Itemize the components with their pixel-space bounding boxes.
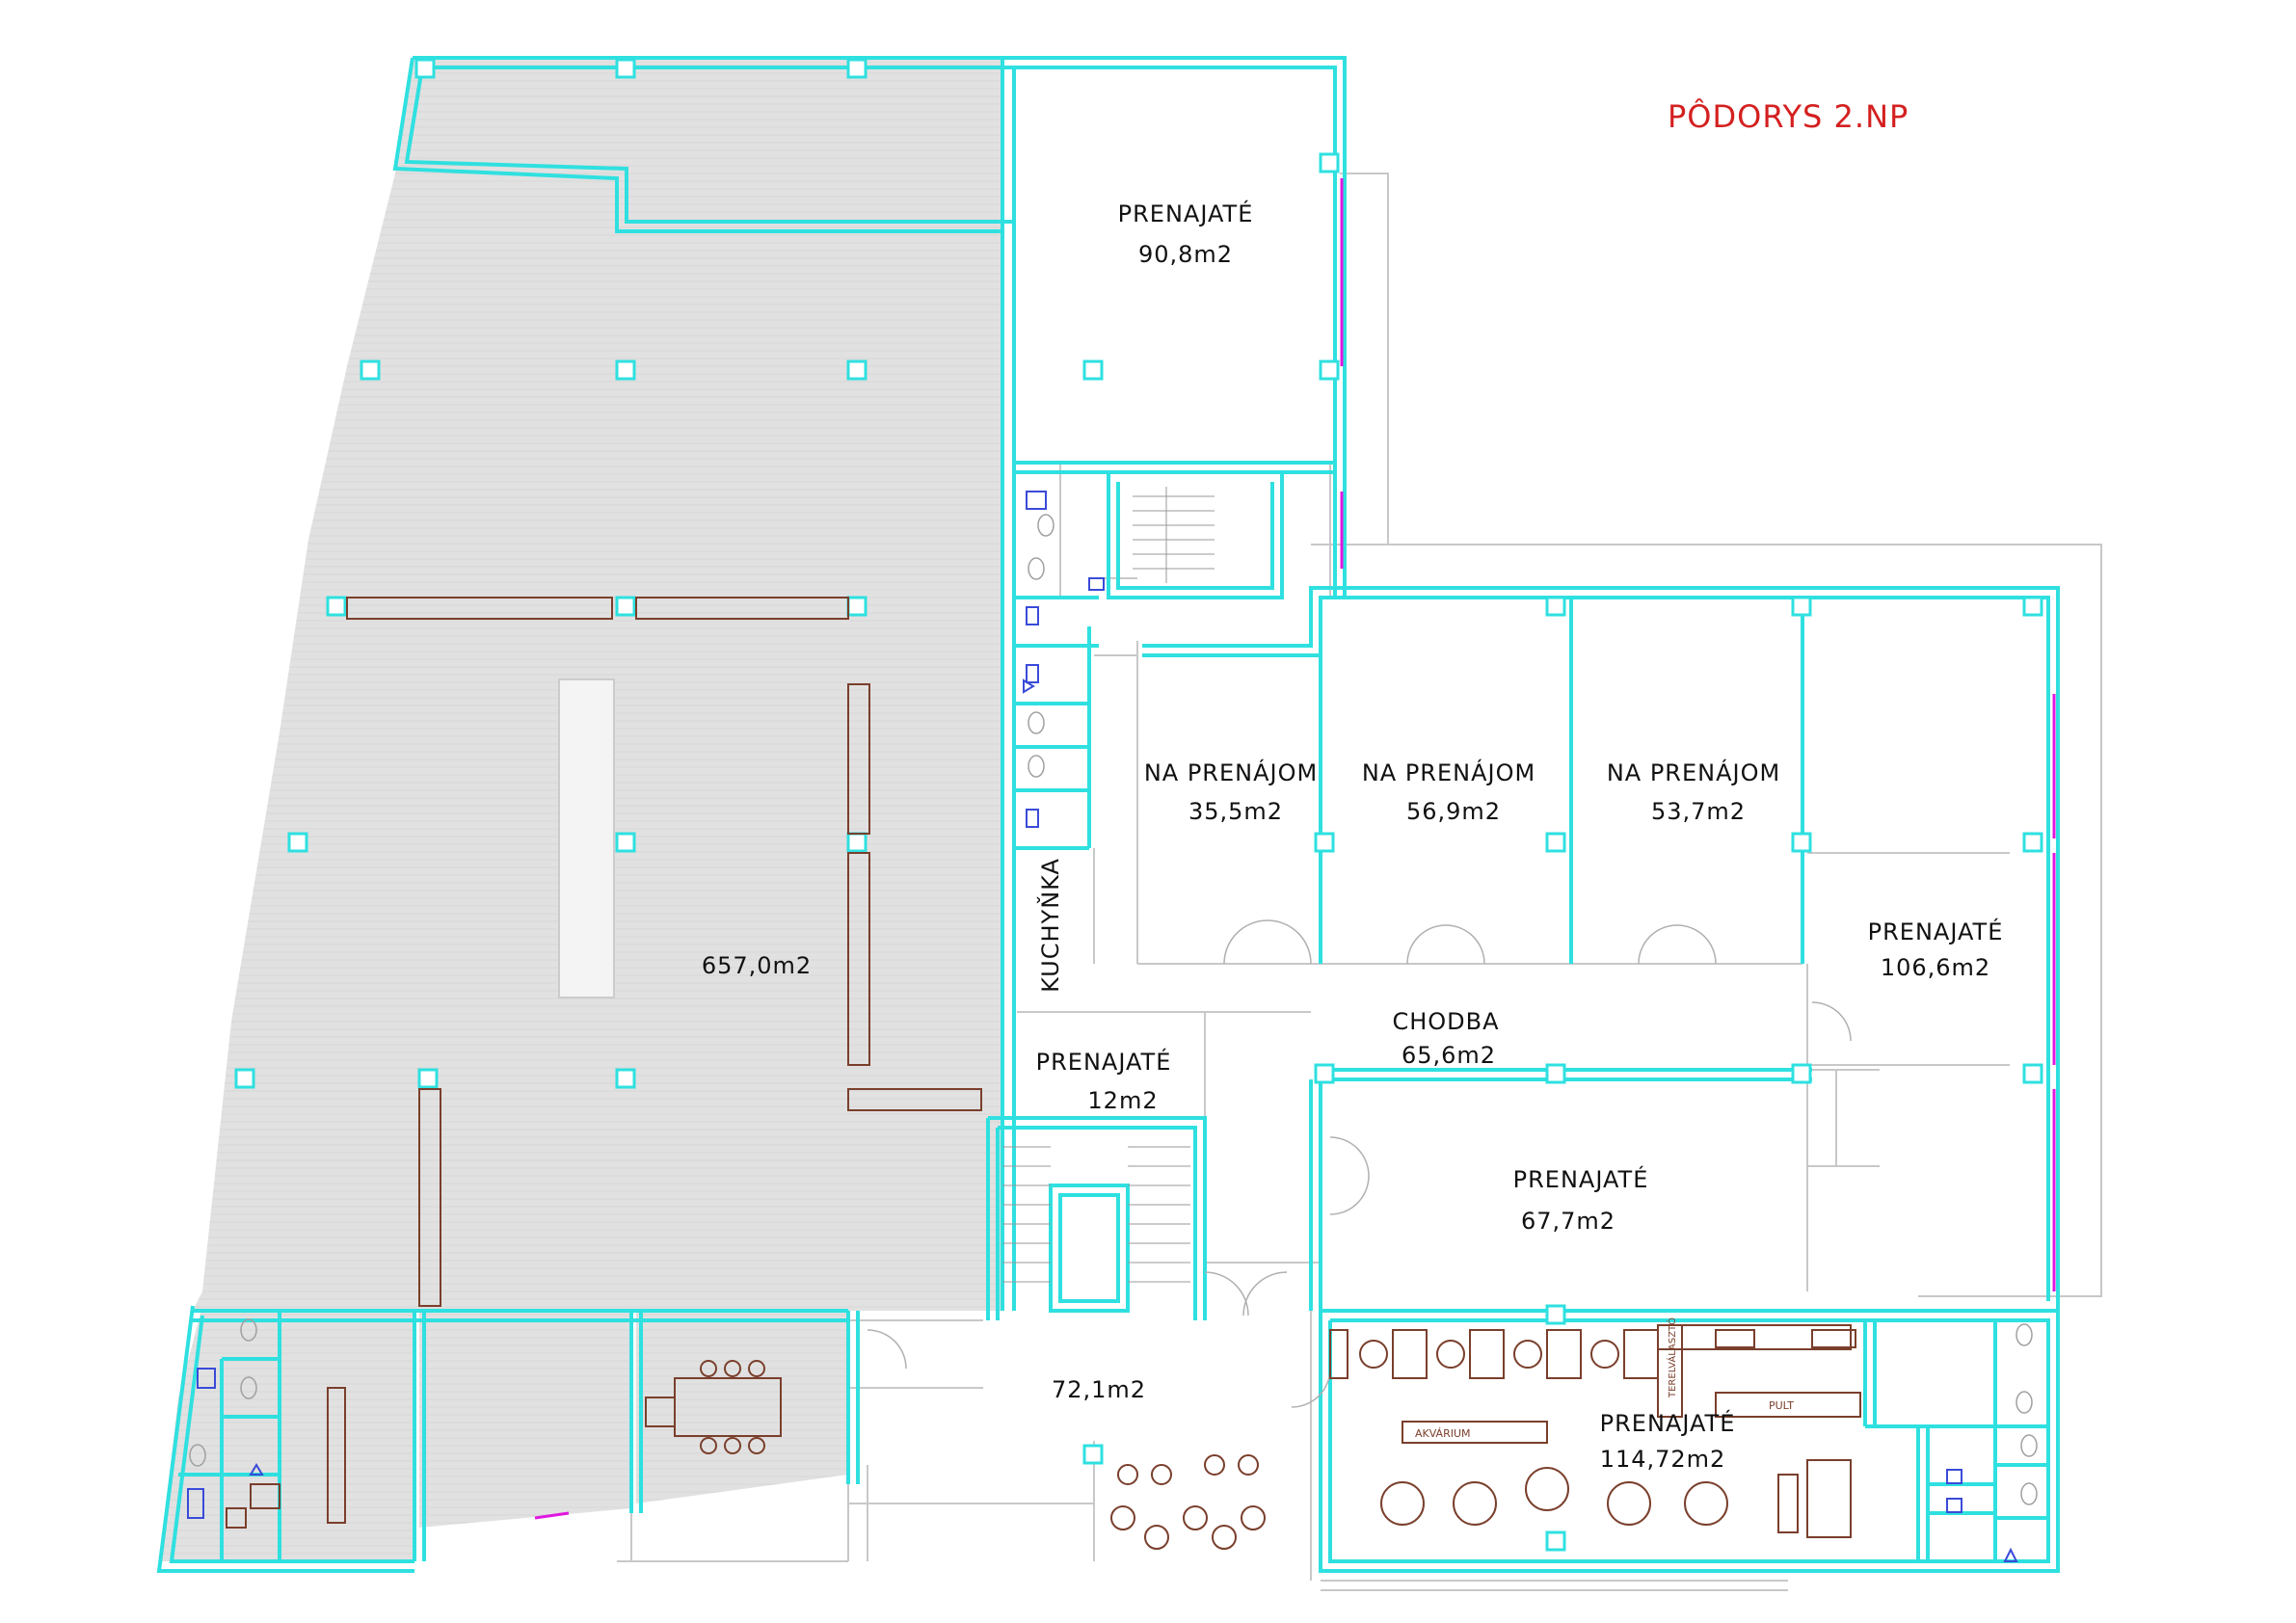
lower-room-hatch-3: [636, 1311, 848, 1503]
cafe-furniture: [226, 1324, 1861, 1550]
room-name-office-2: NA PRENÁJOM: [1362, 758, 1535, 786]
lower-room-hatch-2: [419, 1311, 631, 1528]
kitchenette-label: KUCHYŇKA: [1036, 858, 1064, 993]
aquarium-label: AKVÁRIUM: [1415, 1427, 1471, 1440]
room-area-north-office: 90,8m2: [1138, 241, 1233, 268]
room-area-office-2: 56,9m2: [1406, 798, 1501, 825]
wc-fixtures: [189, 514, 2038, 1505]
room-area-office-3: 53,7m2: [1651, 798, 1746, 825]
main-hall-stair: [558, 678, 615, 998]
room-name-north-office: PRENAJATÉ: [1118, 200, 1254, 227]
outline-lines: [617, 173, 2102, 1591]
sanitary-hatch: [159, 1306, 280, 1561]
glazing: [534, 178, 2056, 1520]
room-area-corridor: 65,6m2: [1402, 1042, 1496, 1069]
room-name-office-1: NA PRENÁJOM: [1144, 758, 1318, 786]
walls: [156, 56, 2060, 1573]
room-area-mid-office: 67,7m2: [1521, 1208, 1615, 1235]
sanitary-fixtures: [187, 491, 2018, 1562]
doors: [867, 919, 1852, 1408]
room-area-cafe: 114,72m2: [1600, 1446, 1726, 1473]
partitions: [327, 597, 982, 1524]
room-name-office-3: NA PRENÁJOM: [1607, 758, 1780, 786]
room-area-main-hall: 657,0m2: [702, 952, 812, 979]
room-area-office-1: 35,5m2: [1188, 798, 1283, 825]
room-name-east-office: PRENAJATÉ: [1868, 918, 2004, 945]
room-name-small-office: PRENAJATÉ: [1036, 1048, 1172, 1076]
bar-label: PULT: [1769, 1399, 1794, 1412]
stair-treads: [1002, 487, 1215, 1283]
plan-title: PÔDORYS 2.NP: [1668, 97, 1909, 135]
room-area-east-office: 106,6m2: [1881, 954, 1990, 981]
room-area-small-office: 12m2: [1087, 1087, 1158, 1114]
columns: [234, 58, 2043, 1552]
room-area-lobby: 72,1m2: [1052, 1376, 1146, 1403]
room-name-mid-office: PRENAJATÉ: [1513, 1165, 1649, 1193]
display-label: TERELVÁLASZTÓ: [1666, 1317, 1678, 1398]
room-name-cafe: PRENAJATÉ: [1600, 1409, 1736, 1437]
room-name-corridor: CHODBA: [1392, 1008, 1499, 1035]
lower-room-hatch-1: [280, 1311, 414, 1561]
